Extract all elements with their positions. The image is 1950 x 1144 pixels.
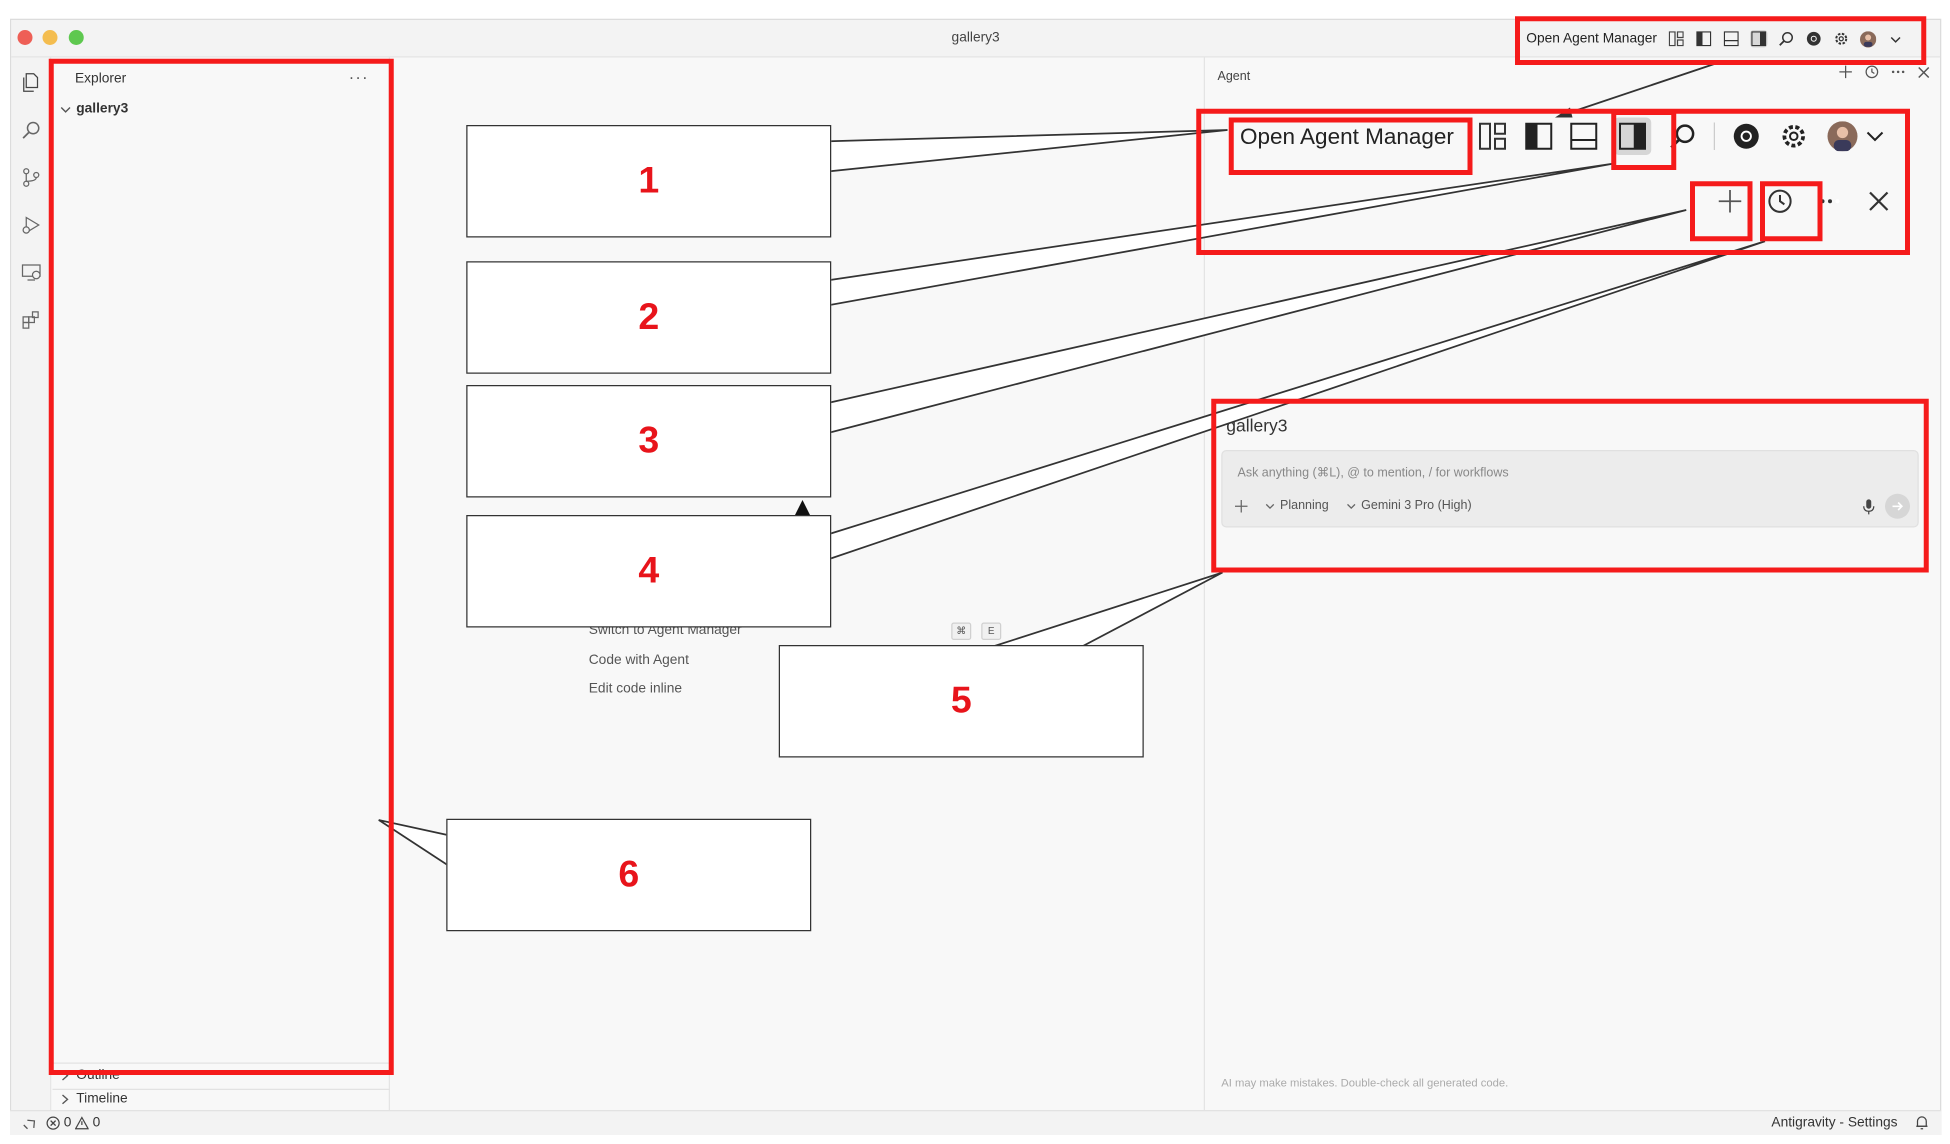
- toggle-panel-icon[interactable]: [1722, 30, 1740, 48]
- avatar[interactable]: [1827, 121, 1858, 152]
- highlight-explorer: [48, 58, 394, 1075]
- minimize-window-button[interactable]: [42, 30, 58, 45]
- source-control-icon[interactable]: [19, 165, 44, 190]
- timeline-section[interactable]: Timeline: [60, 1091, 128, 1106]
- highlight-new-chat: [1690, 181, 1753, 242]
- callout-1: 1: [466, 125, 832, 238]
- outline-divider: [52, 1062, 390, 1064]
- status-bar: 0 0 Antigravity - Settings: [10, 1110, 1942, 1135]
- toggle-primary-sidebar-icon[interactable]: [1694, 30, 1712, 48]
- zoomed-open-agent-manager[interactable]: Open Agent Manager: [1240, 123, 1454, 149]
- toggle-secondary-sidebar-icon[interactable]: [1749, 30, 1767, 48]
- open-agent-manager-button[interactable]: Open Agent Manager: [1526, 31, 1657, 47]
- run-debug-icon[interactable]: [19, 213, 44, 238]
- timeline-divider: [52, 1088, 390, 1090]
- send-button[interactable]: [1885, 493, 1910, 519]
- highlight-secondary-sidebar-toggle: [1611, 110, 1677, 170]
- explorer-sidebar: Explorer ··· gallery3 Outline Timeline: [52, 57, 390, 1112]
- close-icon[interactable]: [1868, 190, 1891, 213]
- explorer-header: Explorer: [75, 71, 127, 87]
- highlight-titlebar-actions: [1515, 16, 1927, 65]
- problems-indicator[interactable]: 0 0: [46, 1115, 100, 1130]
- zoomed-row-1: Open Agent Manager: [1240, 117, 1885, 155]
- callout-3: 3: [466, 385, 832, 498]
- callout-4-label: 4: [638, 550, 660, 592]
- ai-disclaimer: AI may make mistakes. Double-check all g…: [1221, 1076, 1509, 1089]
- new-chat-icon[interactable]: [1718, 189, 1743, 214]
- code-with-agent-command[interactable]: Code with Agent: [588, 652, 689, 668]
- antigravity-settings-link[interactable]: Antigravity - Settings: [1771, 1115, 1898, 1130]
- toggle-primary-sidebar-icon[interactable]: [1525, 122, 1553, 151]
- callout-6: 6: [446, 818, 812, 932]
- remote-explorer-icon[interactable]: [19, 260, 44, 285]
- callout-6-label: 6: [618, 853, 640, 895]
- close-window-button[interactable]: [17, 30, 33, 45]
- callout-5: 5: [778, 645, 1144, 758]
- agent-panel-actions: [1839, 65, 1930, 83]
- callout-2-label: 2: [638, 296, 660, 338]
- chevron-down-icon[interactable]: [1887, 30, 1905, 48]
- search-view-icon[interactable]: [19, 118, 44, 143]
- history-icon[interactable]: [1865, 65, 1879, 83]
- gear-icon[interactable]: [1780, 123, 1808, 151]
- remote-indicator-icon[interactable]: [23, 1116, 37, 1130]
- arrow-right-icon: [1892, 501, 1904, 511]
- explorer-icon[interactable]: [19, 70, 44, 95]
- error-count: 0: [63, 1115, 72, 1130]
- callout-5-label: 5: [950, 680, 972, 722]
- error-icon: [46, 1115, 60, 1130]
- chevron-down-icon[interactable]: [1865, 126, 1885, 146]
- chrome-icon[interactable]: [1804, 30, 1822, 48]
- layout-customize-icon[interactable]: [1667, 30, 1685, 48]
- gear-icon[interactable]: [1832, 30, 1850, 48]
- callout-3-label: 3: [638, 420, 660, 462]
- bell-icon[interactable]: [1915, 1115, 1929, 1130]
- highlight-history: [1760, 181, 1823, 242]
- window-title: gallery3: [951, 30, 1000, 45]
- microphone-icon[interactable]: [1863, 499, 1876, 515]
- cmd-key: ⌘: [951, 622, 972, 640]
- warning-count: 0: [92, 1115, 101, 1130]
- more-icon[interactable]: [1891, 65, 1905, 83]
- new-chat-icon[interactable]: [1839, 65, 1853, 83]
- toolbar-divider: [1713, 122, 1716, 150]
- titlebar-actions: Open Agent Manager: [1526, 20, 1904, 58]
- status-right: Antigravity - Settings: [1771, 1115, 1928, 1130]
- callout-2: 2: [466, 261, 832, 374]
- toggle-panel-icon[interactable]: [1570, 122, 1598, 151]
- e-key: E: [981, 622, 1002, 640]
- layout-customize-icon[interactable]: [1479, 122, 1507, 151]
- close-icon[interactable]: [1918, 65, 1931, 83]
- chrome-icon[interactable]: [1733, 123, 1761, 151]
- highlight-agent-toolbar: [1196, 108, 1910, 255]
- callout-1-label: 1: [638, 160, 660, 202]
- tree-root-folder[interactable]: gallery3: [60, 101, 128, 116]
- activity-bar: [11, 57, 52, 1112]
- search-icon[interactable]: [1777, 30, 1795, 48]
- avatar[interactable]: [1859, 30, 1877, 48]
- highlight-chat-composer: [1211, 398, 1929, 573]
- callout-4: 4: [466, 515, 832, 628]
- history-icon[interactable]: [1768, 189, 1793, 214]
- timeline-label: Timeline: [76, 1091, 128, 1107]
- chevron-down-icon: [60, 106, 71, 113]
- agent-panel-header: Agent: [1217, 70, 1251, 84]
- root-folder-label: gallery3: [76, 101, 129, 117]
- extensions-icon[interactable]: [19, 308, 44, 333]
- toggle-secondary-sidebar-icon[interactable]: [1613, 117, 1652, 155]
- explorer-more-button[interactable]: ···: [348, 67, 369, 87]
- warning-icon: [75, 1115, 89, 1129]
- highlight-open-agent-manager: [1228, 117, 1473, 175]
- status-left: 0 0: [23, 1115, 100, 1130]
- zoomed-row-2: [1718, 189, 1891, 214]
- title-bar: gallery3 Open Agent Manager: [11, 20, 1940, 58]
- edit-inline-command[interactable]: Edit code inline: [588, 681, 683, 697]
- chevron-right-icon: [62, 1093, 69, 1104]
- maximize-window-button[interactable]: [68, 30, 84, 45]
